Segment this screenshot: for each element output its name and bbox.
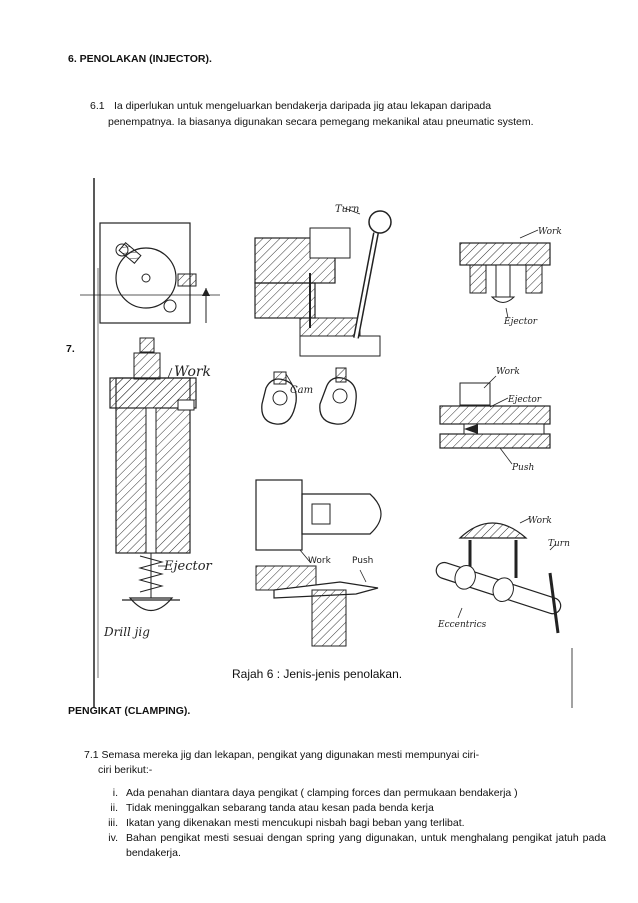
ejector-types-figure: Work Ejector Drill jig Turn Cam Work E <box>80 178 573 708</box>
label-ejector-large: Ejector <box>163 559 213 574</box>
clamping-criteria-list: i. Ada penahan diantara daya pengikat ( c… <box>96 786 606 861</box>
section-6-heading: 6. PENOLAKAN (INJECTOR). <box>68 53 212 65</box>
list-item-number: iii. <box>108 817 118 829</box>
label-work-large: Work <box>174 364 211 380</box>
list-item: iv. Bahan pengikat mesti sesuai dengan sp… <box>96 831 606 861</box>
label-work-middle-right: Work <box>496 367 520 377</box>
section-7-marker: 7. <box>66 343 75 355</box>
list-item-number: iv. <box>108 832 118 844</box>
list-item-text: Tidak meninggalkan sebarang tanda atau k… <box>126 802 434 814</box>
paragraph-7-1-line2: ciri berikut:- <box>98 764 153 776</box>
label-cam: Cam <box>290 385 313 396</box>
figure-caption: Rajah 6 : Jenis-jenis penolakan. <box>232 667 403 681</box>
label-drill-jig: Drill jig <box>103 625 150 639</box>
label-push-bottom-center: Push <box>352 556 373 566</box>
paragraph-6-1-line1: Ia diperlukan untuk mengeluarkan bendake… <box>114 100 492 112</box>
label-work-bottom-right: Work <box>528 516 552 526</box>
label-work-top-right: Work <box>538 227 562 237</box>
label-turn-bottom-right: Turn <box>548 539 570 549</box>
list-item-text: Bahan pengikat mesti sesuai dengan sprin… <box>126 832 606 859</box>
list-item-text: Ada penahan diantara daya pengikat ( cla… <box>126 787 518 799</box>
clamping-heading: PENGIKAT (CLAMPING). <box>68 705 191 717</box>
label-ejector-top-right: Ejector <box>503 317 538 327</box>
label-eccentrics: Eccentrics <box>437 620 487 630</box>
cam-ejector-drawing <box>254 207 392 425</box>
list-item: ii. Tidak meninggalkan sebarang tanda ata… <box>96 801 606 816</box>
top-right-ejector-drawing <box>459 229 551 319</box>
paragraph-7-1-line1: 7.1 Semasa mereka jig dan lekapan, pengi… <box>84 749 480 761</box>
label-turn-top: Turn <box>335 204 359 215</box>
paragraph-6-1-number: 6.1 <box>90 100 105 112</box>
list-item-number: ii. <box>110 802 118 814</box>
drill-jig-drawing <box>80 222 220 612</box>
label-push-middle-right: Push <box>511 463 534 473</box>
list-item: iii. Ikatan yang dikenakan mesti mencukup… <box>96 816 606 831</box>
list-item-number: i. <box>112 787 118 799</box>
list-item: i. Ada penahan diantara daya pengikat ( c… <box>96 786 606 801</box>
push-lever-drawing <box>255 479 382 647</box>
eccentric-ejector-drawing <box>435 517 562 634</box>
list-item-text: Ikatan yang dikenakan mesti mencukupi ni… <box>126 817 465 829</box>
middle-right-ejector-drawing <box>439 375 551 465</box>
paragraph-6-1-line2: penempatnya. Ia biasanya digunakan secar… <box>108 116 534 128</box>
label-work-bottom-center: Work <box>308 556 332 566</box>
label-ejector-middle-right: Ejector <box>507 395 542 405</box>
